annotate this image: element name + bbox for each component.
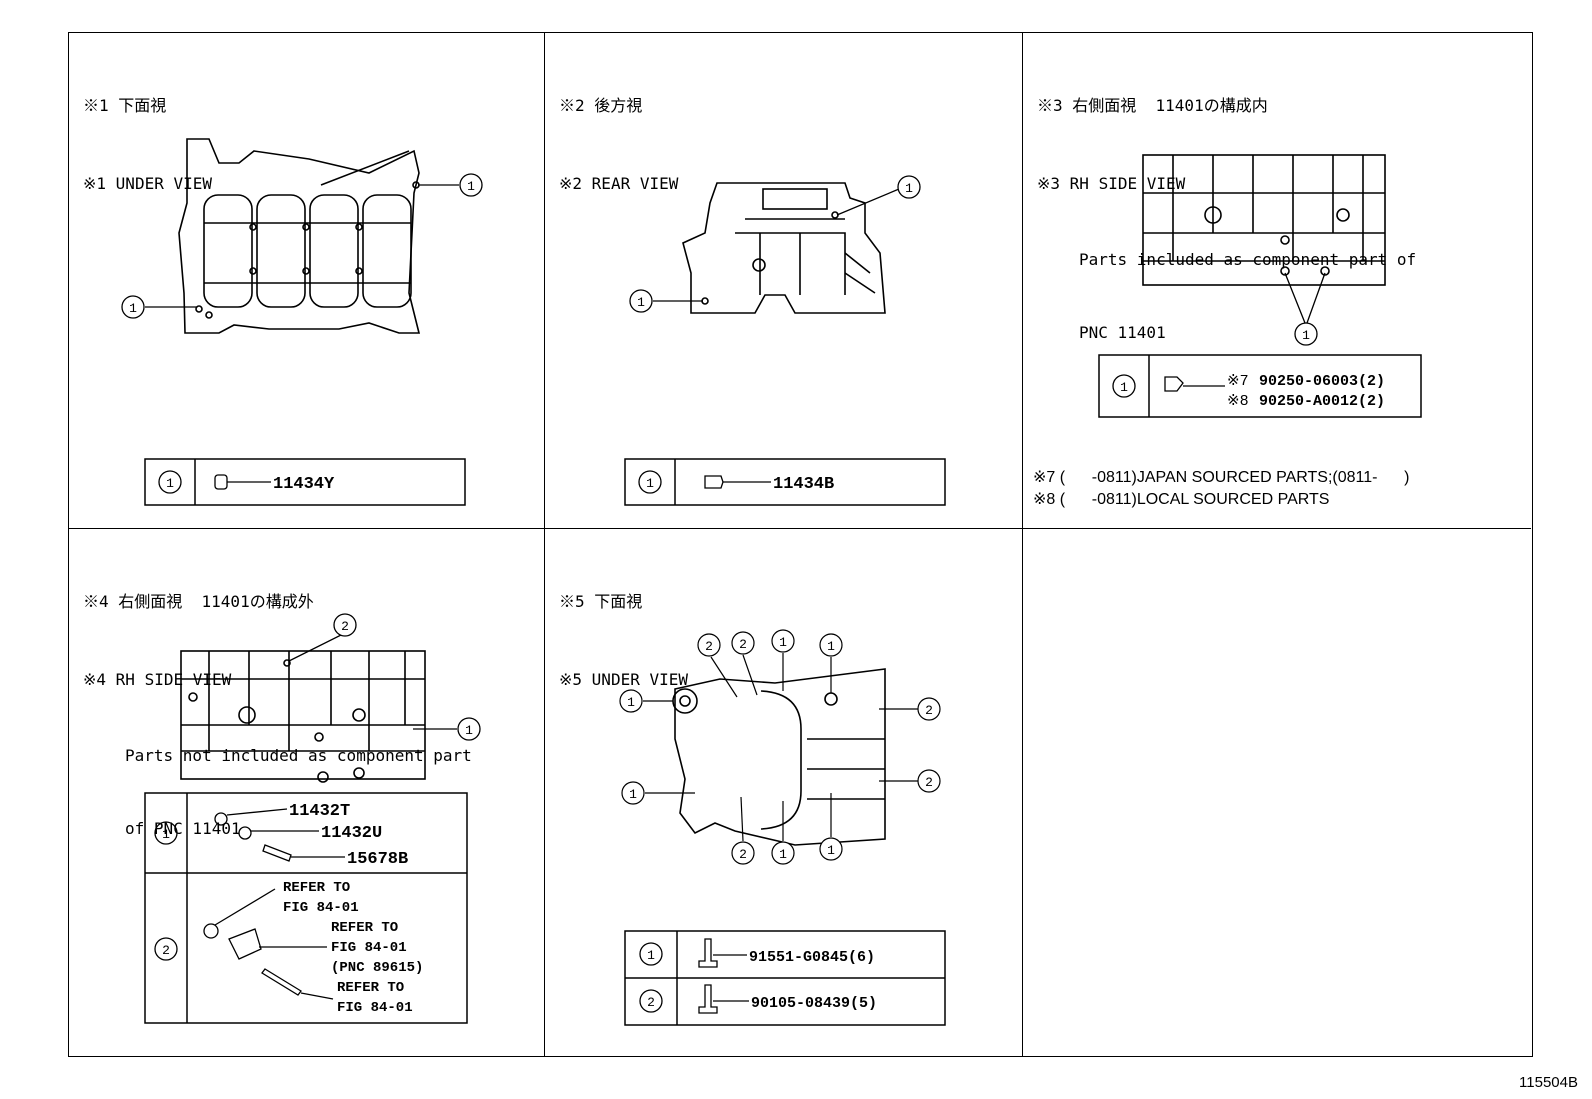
parts-table-1: 1 11434Y [144, 458, 466, 506]
svg-text:1: 1 [627, 695, 635, 710]
panel-3-title-jp: ※3 右側面視 11401の構成内 [1037, 96, 1268, 115]
callout-2-top: 2 [288, 613, 357, 662]
panel-4-drawing: 2 1 1 2 11432T 11432U [144, 613, 481, 1024]
panel-4-title-jp: ※4 右側面視 11401の構成外 [83, 592, 314, 611]
panel-5-title-jp: ※5 下面視 [559, 592, 643, 611]
ref-7: ※7 [1227, 373, 1249, 390]
panel-rh-side-view-not-included: ※4 右側面視 11401の構成外 ※4 RH SIDE VIEW Parts … [69, 529, 545, 1056]
figure-id: 115504B [1519, 1074, 1578, 1091]
svg-text:1: 1 [779, 635, 787, 650]
note-8: ※8 ( -0811)LOCAL SOURCED PARTS [1033, 491, 1330, 508]
panel-rear-view: ※2 後方視 ※2 REAR VIEW 1 1 [545, 33, 1023, 529]
item-number: 1 [166, 476, 174, 491]
panel-empty [1023, 529, 1531, 1056]
parts-table-3: 1 ※7 90250-06003(2) ※8 90250-A0012(2) [1098, 354, 1422, 418]
callout-1-top: 1 [418, 173, 483, 197]
parts-table-5: 1 2 91551-G0845(6) 90105-08439(5) [624, 930, 946, 1026]
svg-text:2: 2 [739, 637, 747, 652]
callout-1-bottom: 1 [1284, 272, 1326, 346]
svg-text:1: 1 [465, 723, 473, 738]
item-number-1: 1 [162, 827, 170, 842]
part-11432u: 11432U [321, 824, 382, 843]
bolt-icon [698, 938, 718, 968]
svg-text:2: 2 [739, 847, 747, 862]
panel-1-title-jp: ※1 下面視 [83, 96, 167, 115]
note-7: ※7 ( -0811)JAPAN SOURCED PARTS;(0811- ) [1033, 469, 1410, 486]
callout-1-top: 1 [836, 175, 921, 216]
svg-text:1: 1 [467, 179, 475, 194]
panel-5-title-en: ※5 UNDER VIEW [559, 670, 688, 689]
panel-2-drawing: 1 1 1 11434B [624, 175, 946, 506]
panel-3-drawing: 1 1 ※7 90250-06003(2) ※8 90250-A0012(2) [1098, 154, 1422, 418]
panel-under-view-1: ※1 下面視 ※1 UNDER VIEW 1 [69, 33, 545, 529]
panel-2-title-jp: ※2 後方視 [559, 96, 643, 115]
refer-1-b: FIG 84-01 [283, 900, 359, 916]
svg-text:1: 1 [779, 847, 787, 862]
knock-sensor-icon [228, 928, 262, 960]
panel-2-header: ※2 後方視 ※2 REAR VIEW [559, 41, 678, 249]
svg-text:2: 2 [341, 619, 349, 634]
refer-3-a: REFER TO [337, 980, 404, 996]
callout-1-right: 1 [413, 717, 481, 741]
panel-3-desc-1: Parts included as component part of [1079, 250, 1417, 269]
panel-2-title-en: ※2 REAR VIEW [559, 174, 679, 193]
panel-rh-side-view-included: ※3 右側面視 11401の構成内 ※3 RH SIDE VIEW Parts … [1023, 33, 1531, 529]
nut-icon [203, 923, 219, 939]
bolt-icon [214, 812, 228, 826]
refer-1-a: REFER TO [283, 880, 350, 896]
item-number-2: 2 [647, 995, 655, 1010]
svg-text:1: 1 [827, 843, 835, 858]
diagram-frame: ※1 下面視 ※1 UNDER VIEW 1 [68, 32, 1533, 1057]
svg-text:1: 1 [129, 301, 137, 316]
panel-3-desc-2: PNC 11401 [1079, 323, 1166, 342]
svg-text:2: 2 [925, 775, 933, 790]
refer-3-b: FIG 84-01 [337, 1000, 413, 1016]
panel-1-title-en: ※1 UNDER VIEW [83, 174, 212, 193]
washer-icon [238, 826, 252, 840]
panel-1-header: ※1 下面視 ※1 UNDER VIEW [83, 41, 212, 249]
callout-1-left: 1 [121, 295, 197, 319]
dowel-pin-icon [214, 474, 228, 490]
dowel-pin-icon [704, 475, 724, 489]
refer-2-c: (PNC 89615) [331, 960, 423, 976]
bolt-icon [698, 984, 718, 1014]
svg-text:1: 1 [629, 787, 637, 802]
part-11432t: 11432T [289, 802, 350, 821]
part-number-1: 90250-06003(2) [1259, 373, 1385, 390]
part-number: 11434Y [273, 475, 335, 494]
parts-table-2: 1 11434B [624, 458, 946, 506]
item-number: 1 [646, 476, 654, 491]
part-15678b: 15678B [347, 850, 408, 869]
stud-icon [262, 844, 292, 862]
panel-5-drawing: 1 1 2 2 1 1 2 2 2 1 1 1 2 [619, 629, 946, 1026]
panel-5-header: ※5 下面視 ※5 UNDER VIEW [559, 537, 688, 745]
svg-text:1: 1 [905, 181, 913, 196]
svg-text:1: 1 [827, 639, 835, 654]
stud-bolt-icon [261, 968, 302, 996]
panel-1-drawing: 1 1 1 11434Y [121, 138, 483, 506]
ref-8: ※8 [1227, 393, 1249, 410]
refer-2-a: REFER TO [331, 920, 398, 936]
item-number-1: 1 [647, 948, 655, 963]
part-number-2: 90250-A0012(2) [1259, 393, 1385, 410]
part-number-1: 91551-G0845(6) [749, 949, 875, 966]
parts-table-4: 1 2 11432T 11432U 15678B REFER TO FIG 84… [144, 792, 468, 1024]
panel-3-title-en: ※3 RH SIDE VIEW [1037, 174, 1186, 193]
item-number: 1 [1120, 380, 1128, 395]
svg-text:1: 1 [637, 295, 645, 310]
item-number-2: 2 [162, 943, 170, 958]
refer-2-b: FIG 84-01 [331, 940, 407, 956]
panel-3-header: ※3 右側面視 11401の構成内 ※3 RH SIDE VIEW Parts … [1037, 41, 1416, 395]
panel-under-view-5: ※5 下面視 ※5 UNDER VIEW [545, 529, 1023, 1056]
part-number-2: 90105-08439(5) [751, 995, 877, 1012]
svg-text:2: 2 [705, 639, 713, 654]
svg-text:1: 1 [1302, 328, 1310, 343]
callout-1-left: 1 [629, 289, 703, 313]
svg-text:2: 2 [925, 703, 933, 718]
part-number: 11434B [773, 475, 834, 494]
callouts-5 [619, 629, 941, 865]
plug-icon [1164, 376, 1184, 392]
